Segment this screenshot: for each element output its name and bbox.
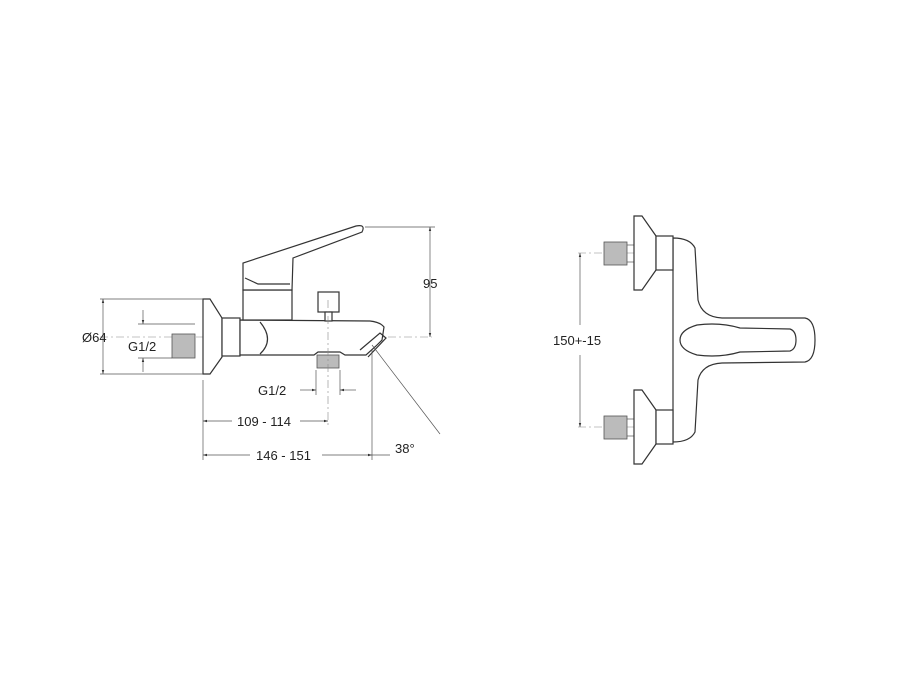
height-label: 95 xyxy=(423,276,437,291)
inlet-thread-label: G1/2 xyxy=(128,339,156,354)
diverter-stem xyxy=(324,311,333,322)
side-view: Ø64 G1/2 G1/2 109 - 114 146 - 151 95 38° xyxy=(82,225,441,463)
flange-diameter-label: Ø64 xyxy=(82,330,107,345)
nut xyxy=(221,317,241,357)
upper-nut xyxy=(655,235,674,271)
outlet-distance-label: 109 - 114 xyxy=(237,414,291,429)
lower-flange xyxy=(633,389,657,465)
upper-inlet xyxy=(603,215,674,291)
outlet-thread-label: G1/2 xyxy=(258,383,286,398)
upper-flange xyxy=(633,215,657,291)
front-view: 150+-15 xyxy=(553,215,816,465)
lower-inlet-thread xyxy=(603,415,628,440)
spout-angle-label: 38° xyxy=(395,441,415,456)
lower-nut xyxy=(655,409,674,445)
wall-flange xyxy=(202,298,223,375)
lever-handle xyxy=(679,323,797,357)
body-contour xyxy=(259,321,269,355)
lever-handle xyxy=(242,225,364,291)
spout-body xyxy=(239,319,385,356)
spout-length-label: 146 - 151 xyxy=(256,448,311,463)
inlet-thread xyxy=(171,333,196,359)
cartridge-housing xyxy=(242,289,293,321)
aerator xyxy=(359,332,387,358)
upper-inlet-thread xyxy=(603,241,628,266)
mixer-body xyxy=(672,237,816,443)
diverter-knob xyxy=(317,291,340,313)
lower-inlet xyxy=(603,389,674,465)
inlet-spacing-label: 150+-15 xyxy=(553,333,601,348)
lever-joint xyxy=(244,277,290,285)
